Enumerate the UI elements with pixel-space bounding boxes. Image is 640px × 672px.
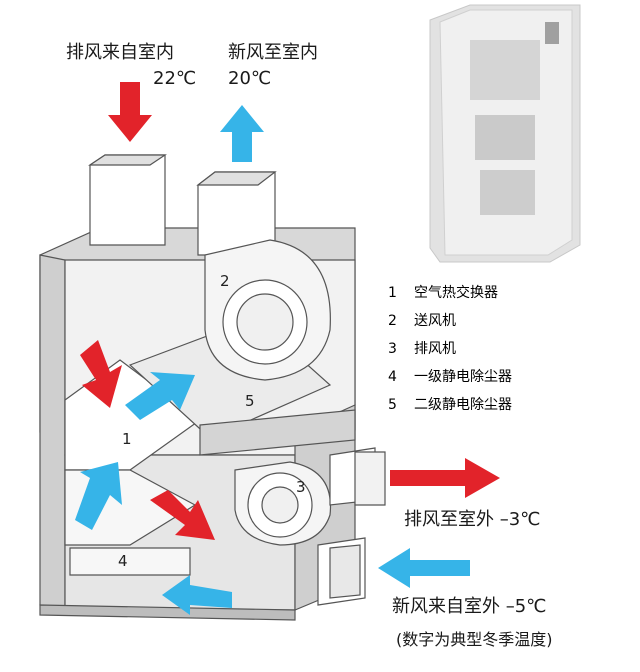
fresh-to-indoor-temp: 20℃ <box>228 68 272 89</box>
component-number: 5 <box>245 392 255 410</box>
red-down-arrow <box>108 82 152 142</box>
red-curved-arrow <box>80 340 122 408</box>
red-right-arrow <box>390 458 500 498</box>
exhaust-from-indoor-title: 排风来自室内 <box>66 42 174 63</box>
blue-left-arrow <box>378 548 470 588</box>
component-number: 4 <box>118 552 128 570</box>
airflow-arrows <box>75 82 500 615</box>
exhaust-from-indoor-temp: 22℃ <box>153 68 197 89</box>
red-curved-arrow <box>150 490 215 540</box>
typical-winter-temp-note: (数字为典型冬季温度) <box>396 630 553 649</box>
blue-curved-arrow <box>125 372 195 420</box>
blue-up-arrow <box>220 105 264 162</box>
component-number: 3 <box>296 478 306 496</box>
product-photo <box>429 4 581 263</box>
fresh-from-outdoor-label: 新风来自室外 –5℃ <box>392 596 547 617</box>
fresh-to-indoor-title: 新风至室内 <box>228 42 318 63</box>
component-number: 1 <box>122 430 132 448</box>
component-number: 2 <box>220 272 230 290</box>
exhaust-to-outdoor-label: 排风至室外 –3℃ <box>404 509 541 530</box>
blue-curved-arrow <box>75 462 122 530</box>
blue-curved-arrow <box>162 575 232 615</box>
